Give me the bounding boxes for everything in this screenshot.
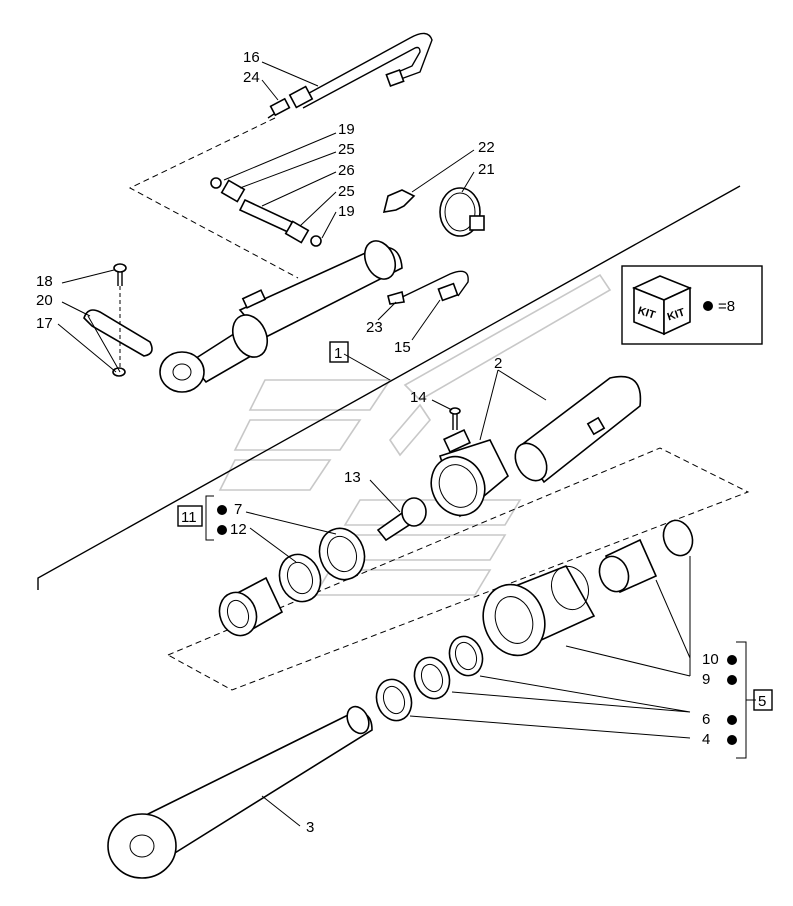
part-18-bolt [113, 263, 127, 370]
part-11-piston [218, 576, 284, 637]
callout-16: 16 [243, 49, 260, 66]
callout-25: 25 [338, 183, 355, 200]
kit-legend-equals: =8 [718, 298, 735, 315]
callout-14: 14 [410, 389, 427, 406]
callout-labels: 16 24 19 25 26 25 19 22 21 18 20 17 23 1… [36, 49, 719, 836]
dashed-group-lower [166, 447, 750, 691]
kit-box-text-right: KIT [666, 306, 687, 323]
callout-10: 10 [702, 651, 719, 668]
part-16-pipe [288, 32, 433, 109]
kit-dot [727, 735, 737, 745]
kit-legend-dot [703, 301, 713, 311]
callout-2: 2 [494, 355, 502, 372]
part-19-25-26-pin [210, 177, 322, 247]
callout-26: 26 [338, 162, 355, 179]
dashed-group-upper [128, 117, 299, 279]
frame-diagonal-line [37, 185, 741, 590]
callout-20: 20 [36, 292, 53, 309]
bracket-group-5 [736, 641, 747, 759]
part-4-seal [375, 678, 413, 722]
part-14-bolt [449, 407, 461, 430]
part-21-hose-clamp [439, 187, 485, 237]
part-20-pin [83, 309, 153, 357]
callout-22: 22 [478, 139, 495, 156]
callout-18: 18 [36, 273, 53, 290]
callout-23: 23 [366, 319, 383, 336]
callout-21: 21 [478, 161, 495, 178]
callout-3: 3 [306, 819, 314, 836]
callout-19: 19 [338, 121, 355, 138]
kit-box-text-left: KIT [636, 305, 657, 322]
part-13-rod-end [376, 497, 427, 542]
callout-4: 4 [702, 731, 710, 748]
boxed-label-11: 11 [177, 505, 203, 527]
boxed-label-11-text: 11 [181, 509, 197, 526]
callout-15: 15 [394, 339, 411, 356]
kit-legend: KIT KIT =8 [621, 265, 763, 345]
part-2-cylinder-head [430, 428, 509, 518]
leader-lines [57, 61, 691, 827]
callout-7: 7 [234, 501, 242, 518]
part-10-o-ring [662, 519, 694, 557]
part-5-gland [482, 564, 596, 657]
boxed-label-1-text: 1 [334, 345, 342, 362]
bracket-group-11 [205, 495, 214, 541]
part-9-bushing [598, 538, 658, 594]
part-24-fitting [267, 97, 291, 119]
part-2-cylinder-tube [514, 375, 642, 484]
part-15-pipe [395, 270, 469, 302]
callout-12: 12 [230, 521, 247, 538]
kit-dot [727, 655, 737, 665]
part-3-piston-rod [107, 705, 373, 879]
callout-13: 13 [344, 469, 361, 486]
kit-dot [727, 675, 737, 685]
callout-6: 6 [702, 711, 710, 728]
part-22-clip [382, 189, 416, 213]
callout-9: 9 [702, 671, 710, 688]
boxed-label-5-text: 5 [758, 693, 766, 710]
boxed-label-5: 5 [753, 689, 773, 711]
boxed-label-1: 1 [329, 341, 349, 363]
callout-19: 19 [338, 203, 355, 220]
callout-25: 25 [338, 141, 355, 158]
part-7-seal [318, 527, 366, 581]
kit-dot [217, 505, 227, 515]
part-1-cylinder-assembly [159, 240, 403, 393]
callout-17: 17 [36, 315, 53, 332]
part-6-seal [413, 635, 484, 700]
kit-dot [217, 525, 227, 535]
part-12-seal [278, 553, 322, 603]
kit-dot [727, 715, 737, 725]
callout-24: 24 [243, 69, 260, 86]
part-23-fitting [387, 290, 405, 305]
part-17-nut [112, 367, 126, 377]
